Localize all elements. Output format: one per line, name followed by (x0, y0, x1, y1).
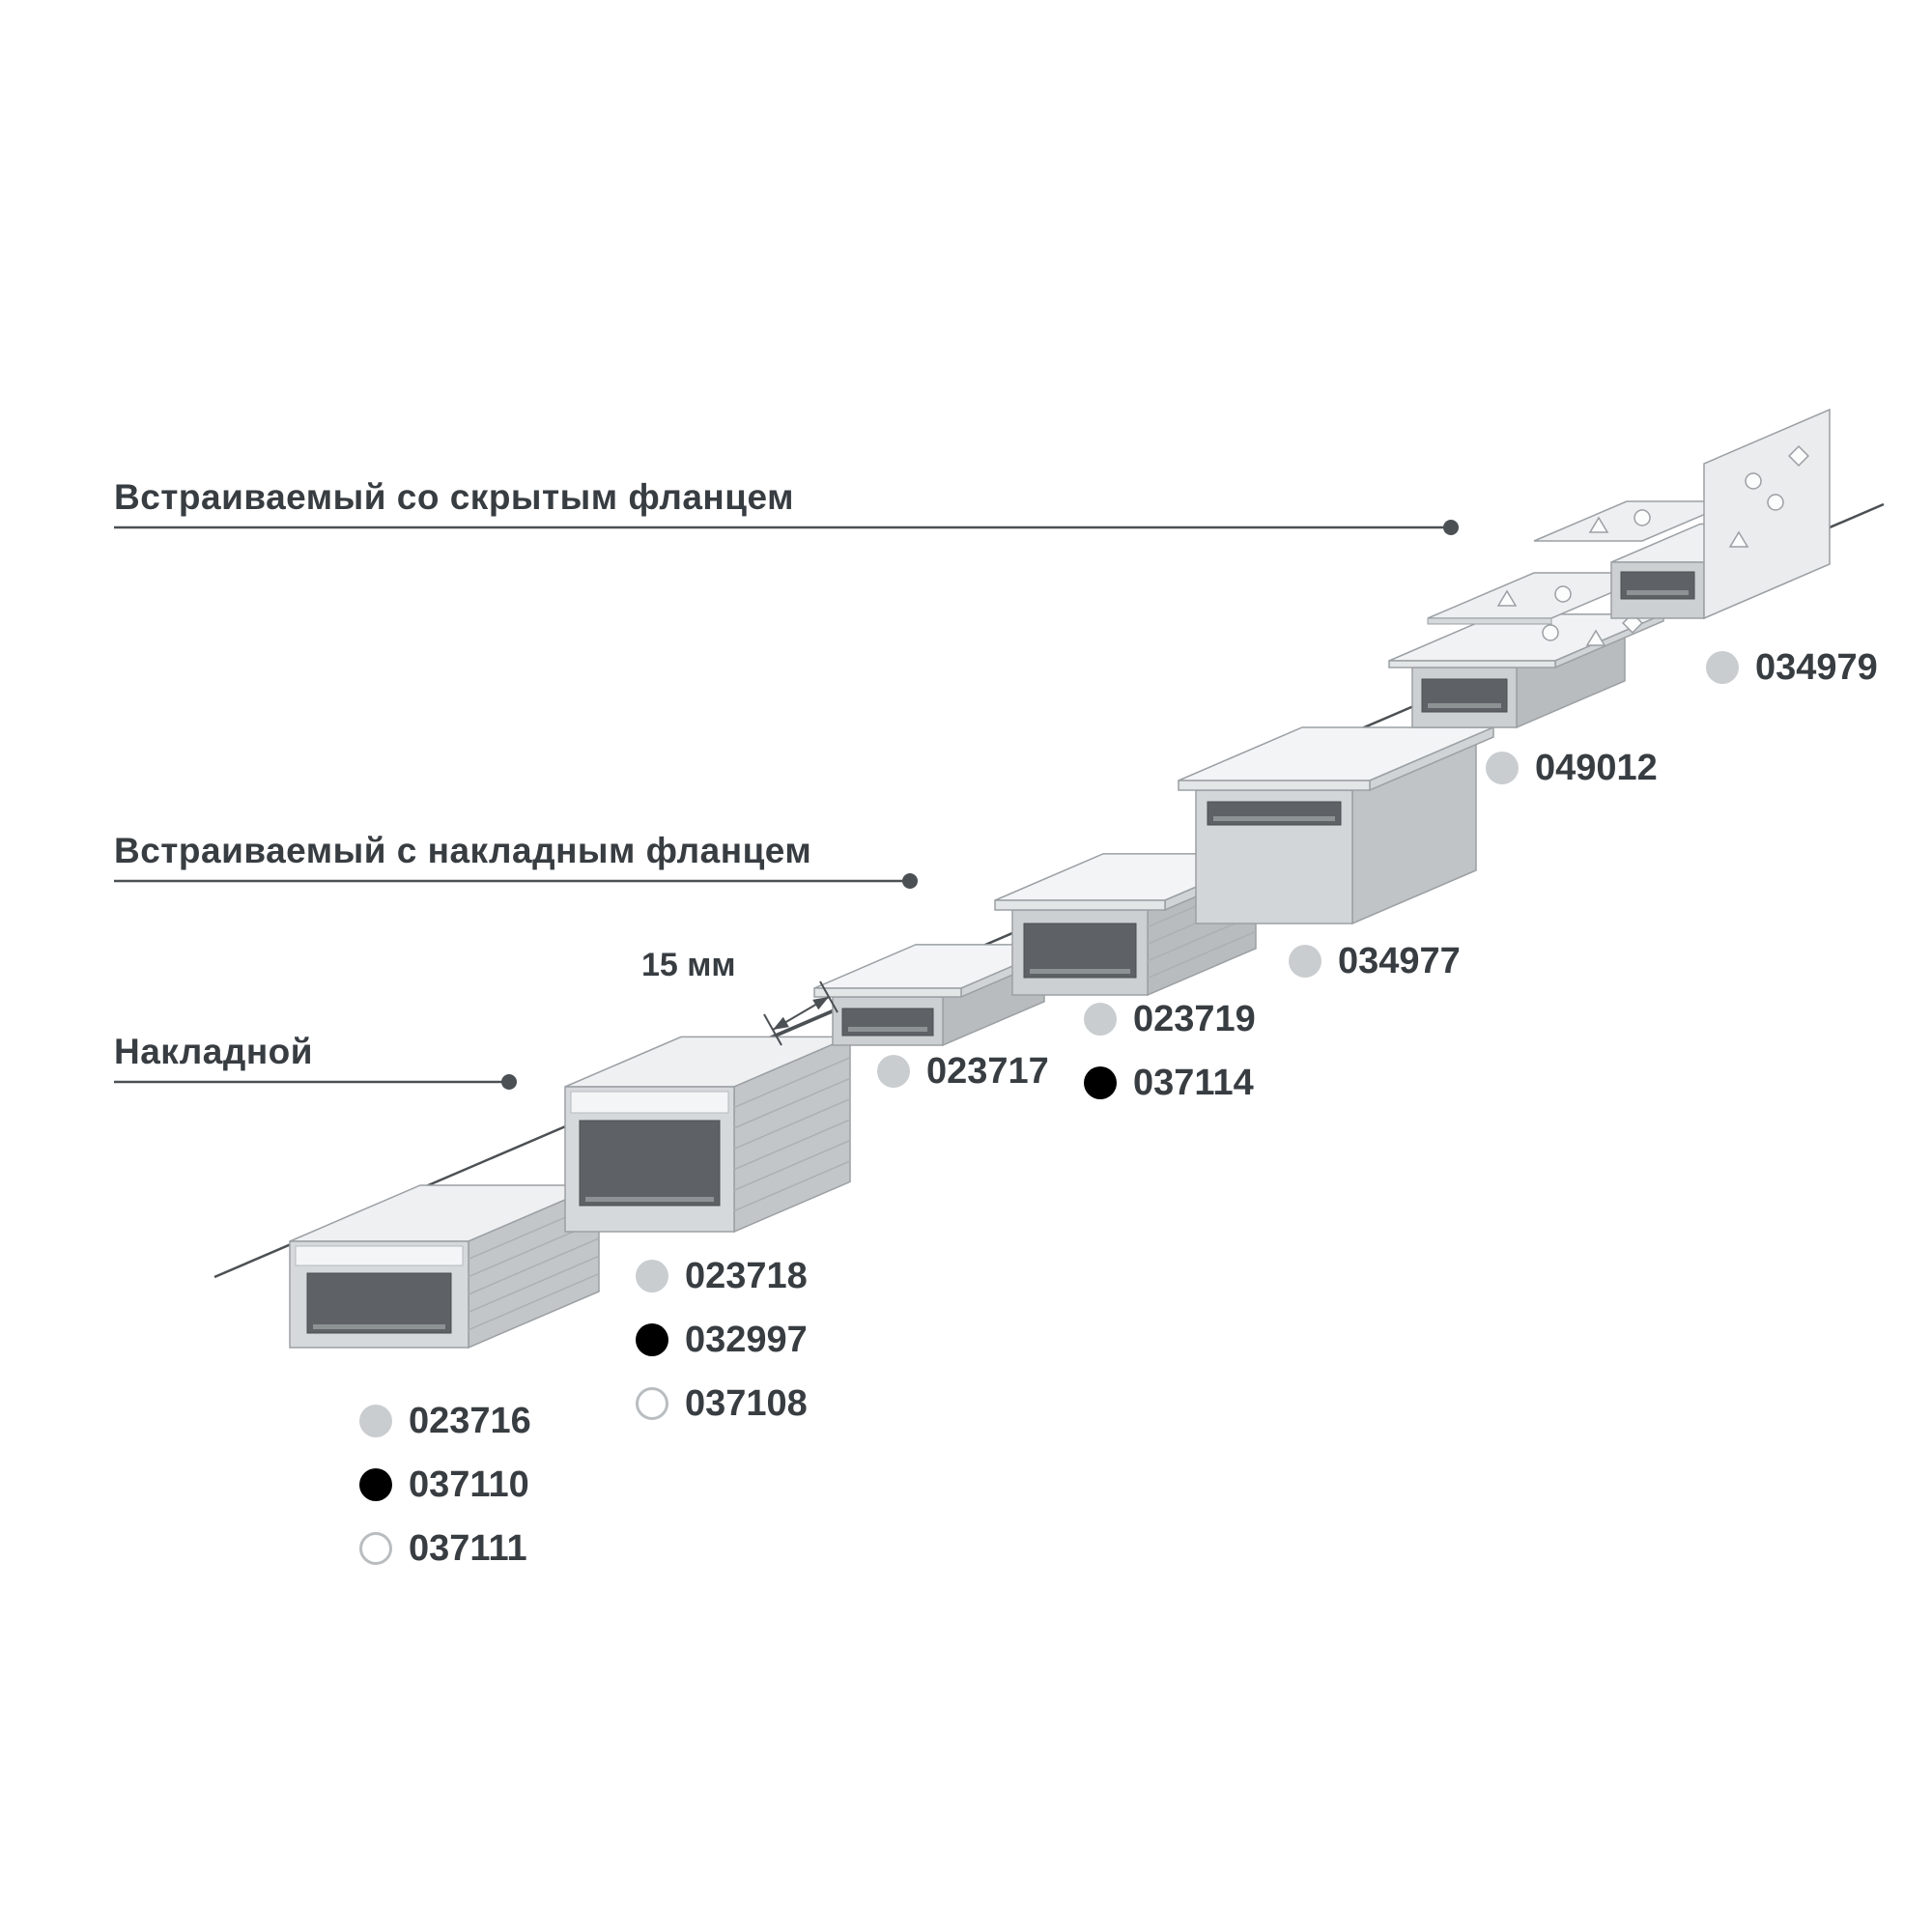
article-code: 037111 (409, 1528, 527, 1569)
article-code: 034979 (1755, 647, 1878, 688)
article-code: 023719 (1133, 999, 1256, 1039)
finish-dot (636, 1387, 668, 1420)
category-label-recessed-surface-flange: Встраиваемый с накладным фланцем (114, 831, 812, 870)
article-code: 023717 (926, 1051, 1049, 1092)
article-group-corner: 034979 (1706, 645, 1878, 709)
finish-dot (1289, 945, 1321, 978)
article-group-recessed-slim: 023717 (877, 1049, 1049, 1113)
article-row: 034977 (1289, 939, 1461, 983)
finish-dot (359, 1468, 392, 1501)
finish-dot (359, 1532, 392, 1565)
profile-render-surface-high (564, 1036, 851, 1234)
profile-render-corner (1610, 408, 1831, 620)
category-label-surface-mounted: Накладной (114, 1032, 314, 1071)
finish-dot (1084, 1003, 1117, 1036)
article-row: 037111 (359, 1526, 531, 1571)
category-label-recessed-hidden-flange: Встраиваемый со скрытым фланцем (114, 477, 794, 517)
dimension-arrow (763, 980, 838, 1046)
finish-dot (636, 1323, 668, 1356)
article-group-recessed-mid: 023719 037114 (1084, 997, 1256, 1124)
profile-render-recessed-deep (1178, 725, 1494, 925)
article-row: 049012 (1486, 746, 1658, 790)
article-group-surface-low: 023716 037110 037111 (359, 1399, 531, 1590)
article-code: 023716 (409, 1401, 531, 1441)
article-code: 037110 (409, 1464, 529, 1505)
article-row: 032997 (636, 1318, 808, 1362)
finish-dot (636, 1260, 668, 1293)
article-code: 049012 (1535, 748, 1658, 788)
article-row: 037108 (636, 1381, 808, 1426)
category-leader-lines (114, 520, 1459, 1090)
profile-render-surface-low (289, 1183, 600, 1350)
article-group-recessed-deep: 034977 (1289, 939, 1461, 1003)
article-row: 034979 (1706, 645, 1878, 690)
article-group-surface-high: 023718 032997 037108 (636, 1254, 808, 1445)
article-group-hidden-flange: 049012 (1486, 746, 1658, 810)
article-row: 023717 (877, 1049, 1049, 1094)
article-code: 032997 (685, 1320, 808, 1360)
finish-dot (1486, 752, 1519, 784)
article-row: 037110 (359, 1463, 531, 1507)
article-row: 023718 (636, 1254, 808, 1298)
finish-dot (1084, 1066, 1117, 1099)
article-row: 037114 (1084, 1061, 1256, 1105)
dimension-label: 15 мм (641, 947, 736, 983)
finish-dot (1706, 651, 1739, 684)
profile-render-hidden-flange (1388, 612, 1664, 729)
article-code: 037114 (1133, 1063, 1254, 1103)
article-code: 023718 (685, 1256, 808, 1296)
finish-dot (359, 1405, 392, 1437)
finish-dot (877, 1055, 910, 1088)
article-code: 037108 (685, 1383, 808, 1424)
article-row: 023719 (1084, 997, 1256, 1041)
article-code: 034977 (1338, 941, 1461, 981)
article-row: 023716 (359, 1399, 531, 1443)
